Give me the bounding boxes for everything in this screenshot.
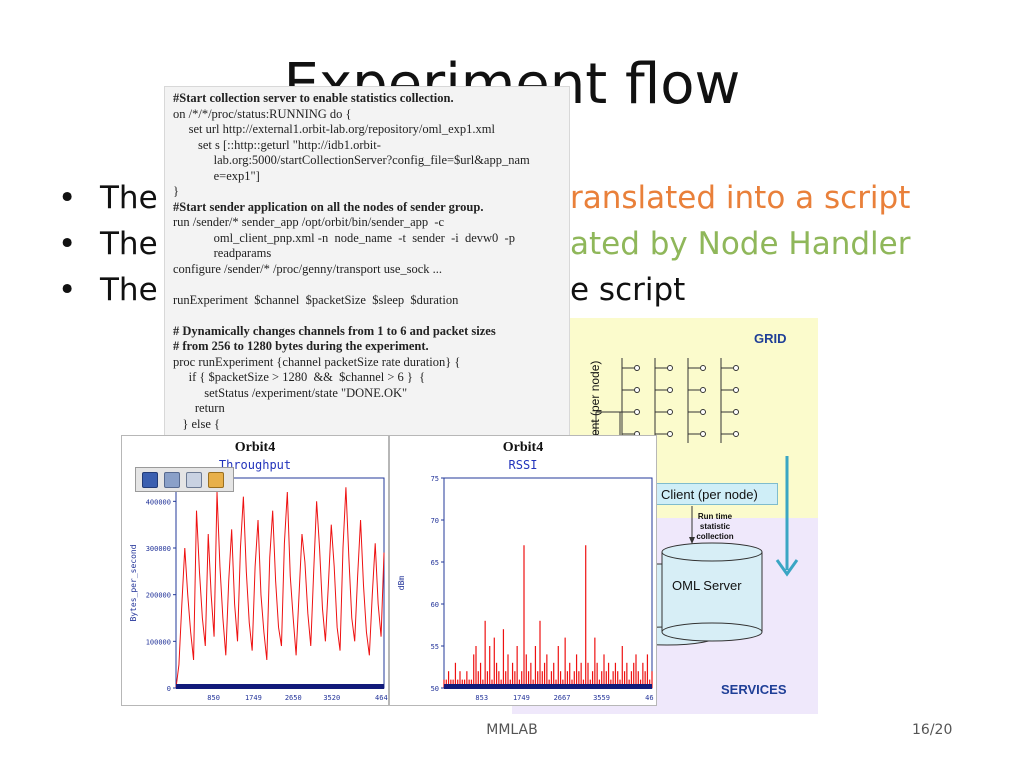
x-tick-label: 3559 [593, 694, 610, 702]
bullet-3: • The [58, 272, 158, 308]
y-tick-label: 0 [167, 685, 171, 693]
bullet-1: • The [58, 180, 158, 216]
code-line: readparams [173, 246, 272, 260]
script-code-panel: #Start collection server to enable stati… [164, 86, 570, 436]
plot-area [443, 477, 653, 689]
oml-server-label: OML Server [672, 578, 742, 593]
tools-icon[interactable] [164, 471, 180, 488]
y-axis-label: dBm [397, 576, 406, 591]
runtime-collection-label: Run time statistic collection [696, 512, 734, 541]
oml-server-icon [616, 542, 763, 646]
y-tick-label: 200000 [146, 592, 171, 600]
code-line [173, 308, 561, 324]
code-line: set s [::http::geturl "http://idb1.orbit… [173, 137, 381, 152]
footer-label: MMLAB [486, 722, 538, 738]
code-line: setStatus /experiment/state "DONE.OK" [173, 385, 408, 400]
x-tick-label: 2650 [285, 694, 302, 702]
y-tick-label: 400000 [146, 498, 171, 506]
y-tick-label: 50 [431, 685, 439, 693]
x-tick-label: 850 [207, 694, 220, 702]
y-tick-label: 100000 [146, 638, 171, 646]
throughput-chart-subtitle: Throughput [218, 458, 292, 472]
code-line: configure /sender/* /proc/genny/transpor… [173, 261, 443, 276]
x-tick-label: 1749 [513, 694, 530, 702]
rssi-chart-svg: 50 55 60 65 70 75 853 1749 2667 3559 46 dBm [397, 475, 654, 702]
bullet-dot-icon: • [58, 180, 77, 216]
throughput-chart-title: Orbit4 [234, 440, 276, 455]
code-line: oml_client_pnp.xml -n node_name -t sende… [173, 230, 515, 245]
bullet-dot-icon: • [58, 272, 77, 308]
bullet-1-lead: The [100, 180, 158, 216]
x-tick-label: 853 [475, 694, 488, 702]
throughput-series-line [175, 487, 385, 689]
code-line: # Dynamically changes channels from 1 to… [173, 323, 496, 338]
grid-network-drawing [595, 358, 799, 646]
throughput-chart: Orbit4 Throughput 0 100000 200000 300000 400… [121, 435, 389, 706]
code-line: } else { [173, 416, 221, 431]
y-tick-label: 70 [431, 517, 439, 525]
bullet-2: • The [58, 226, 158, 262]
y-tick-label: 60 [431, 601, 439, 609]
chart-toolbar [135, 467, 234, 492]
services-label: SERVICES [721, 682, 787, 697]
x-tick-label: 464 [375, 694, 388, 702]
code-line: run /sender/* sender_app /opt/orbit/bin/… [173, 215, 445, 229]
print-icon[interactable] [186, 471, 202, 488]
code-line [173, 277, 561, 293]
code-line: lab.org:5000/startCollectionServer?confi… [173, 153, 530, 167]
y-tick-label: 65 [431, 559, 439, 567]
code-line: if { $packetSize > 1280 && $channel > 6 … [173, 370, 426, 384]
page-number: 16/20 [912, 722, 953, 738]
code-line: } [173, 184, 179, 198]
x-tick-label: 1749 [245, 694, 262, 702]
code-line: proc runExperiment {channel packetSize r… [173, 354, 461, 369]
collection-arrow-icon [775, 456, 799, 577]
bullet-3-lead: The [100, 272, 158, 308]
y-axis-label: Bytes_per_second [129, 544, 138, 621]
baseline-band [444, 684, 652, 689]
grid-label: GRID [754, 331, 787, 346]
code-line: runExperiment $channel $packetSize $slee… [173, 292, 459, 307]
small-arrow-icon [689, 506, 695, 544]
code-line: #Start collection server to enable stati… [173, 91, 454, 105]
code-line: return [173, 401, 225, 415]
baseline-band [176, 684, 384, 689]
per-node-label: ent (per node) [588, 360, 602, 436]
rssi-chart-subtitle: RSSI [508, 458, 538, 472]
rssi-chart: Orbit4 RSSI 50 55 60 65 70 75 853 1749 2667 3559 4… [389, 435, 657, 706]
code-line: #Start sender application on all the nod… [173, 199, 484, 214]
clipboard-icon[interactable] [208, 471, 224, 488]
code-line: set url http://external1.orbit-lab.org/r… [173, 122, 495, 136]
bullet-1-highlight: ranslated into a script [570, 180, 911, 216]
bullet-2-lead: The [100, 226, 158, 262]
y-tick-label: 55 [431, 643, 439, 651]
code-line: # from 256 to 1280 bytes during the expe… [173, 339, 429, 353]
bullet-dot-icon: • [58, 226, 77, 262]
x-tick-label: 3520 [323, 694, 340, 702]
bullet-2-highlight: ated by Node Handler [570, 226, 911, 262]
save-icon[interactable] [142, 471, 158, 488]
x-tick-label: 2667 [554, 694, 571, 702]
code-line: e=exp1"] [173, 168, 260, 183]
y-tick-label: 300000 [146, 545, 171, 553]
code-line: on /*/*/proc/status:RUNNING do { [173, 106, 352, 121]
rssi-chart-title: Orbit4 [502, 440, 544, 455]
bullet-3-tail: e script [570, 272, 686, 308]
throughput-chart-svg: 0 100000 200000 300000 400000 850 1749 2650 3520… [129, 477, 388, 702]
x-tick-label: 46 [645, 694, 653, 702]
client-per-node-box: Client (per node) [652, 483, 778, 505]
y-tick-label: 75 [431, 475, 439, 483]
